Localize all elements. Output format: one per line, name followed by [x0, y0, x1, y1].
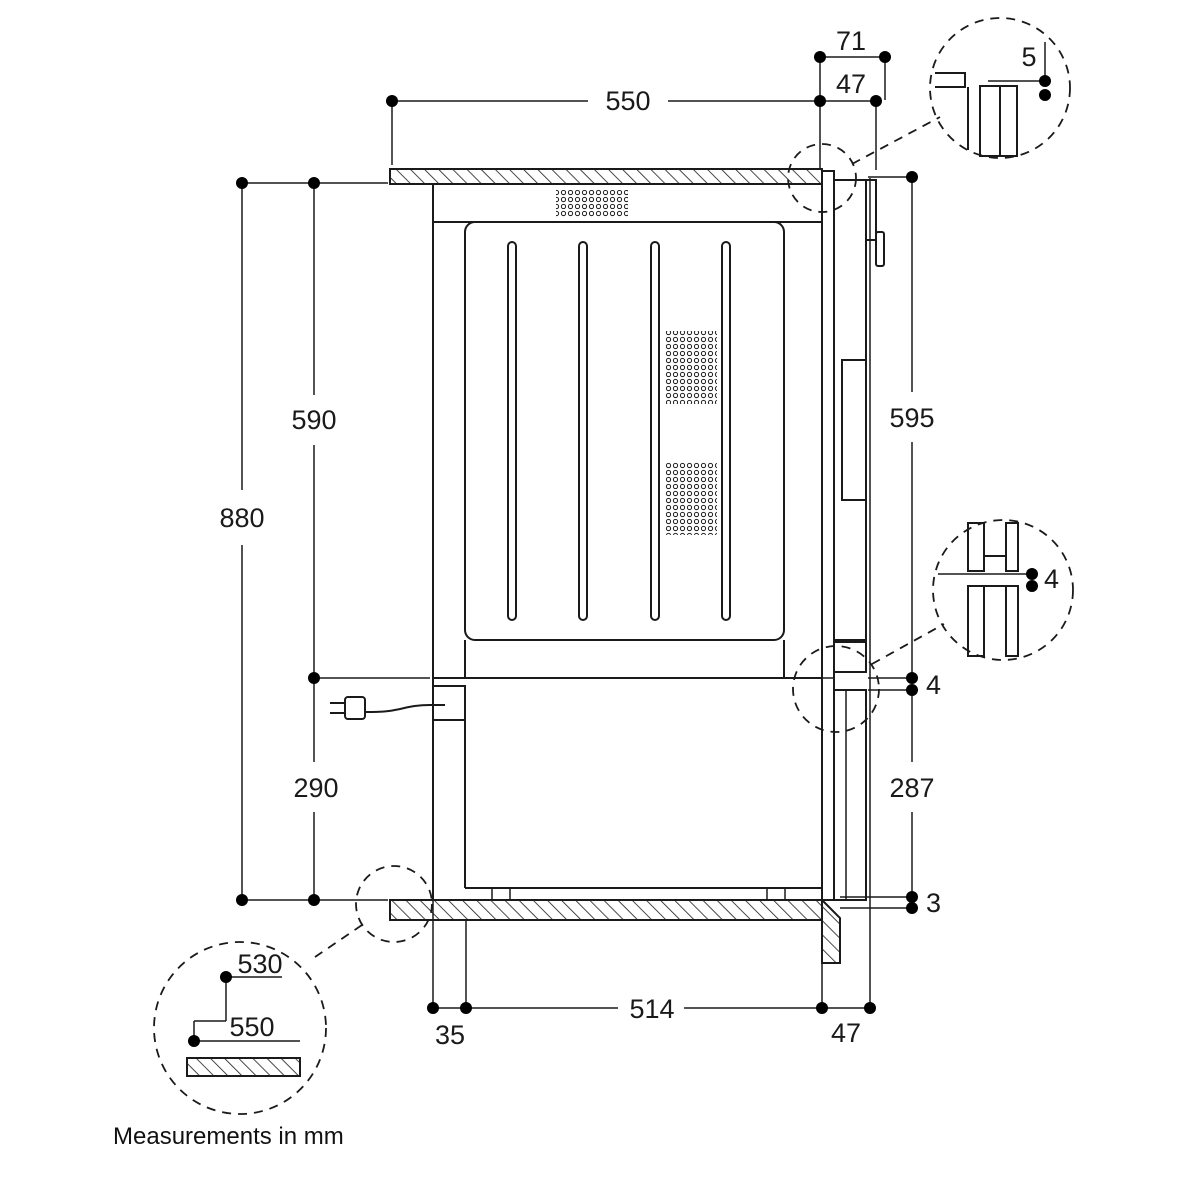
rack-rail	[507, 241, 517, 621]
rack-rail	[578, 241, 588, 621]
dimension-dots	[188, 51, 1051, 1047]
label-top-47: 47	[836, 69, 866, 99]
label-bottom-35: 35	[435, 1020, 465, 1050]
label-bottom-514: 514	[629, 994, 674, 1024]
label-detail-550: 550	[229, 1012, 274, 1042]
label-oven-height: 590	[291, 405, 336, 435]
label-total-height: 880	[219, 503, 264, 533]
label-gap-5: 5	[1021, 42, 1036, 72]
oven-unit	[432, 183, 823, 679]
top-vent-grille	[556, 190, 628, 218]
label-front-595: 595	[889, 403, 934, 433]
label-detail-530: 530	[237, 949, 282, 979]
warming-drawer-unit	[432, 677, 823, 901]
front-door-panels	[821, 170, 885, 901]
power-plug-icon	[330, 696, 445, 720]
label-gap-4: 4	[926, 670, 941, 700]
label-drawer-height: 290	[293, 773, 338, 803]
label-gap-3: 3	[926, 888, 941, 918]
label-top-71: 71	[836, 26, 866, 56]
bottom-worktop	[389, 899, 823, 921]
side-vent-grille-lower	[665, 462, 717, 535]
label-front-287: 287	[889, 773, 934, 803]
label-bottom-47: 47	[831, 1018, 861, 1048]
rack-rail	[721, 241, 731, 621]
rack-rail	[650, 241, 660, 621]
detail-circle-top	[787, 17, 1071, 213]
side-vent-grille-upper	[665, 331, 717, 404]
label-detail-4: 4	[1044, 564, 1059, 594]
dimension-lines	[241, 56, 913, 1009]
units-note: Measurements in mm	[113, 1123, 344, 1150]
top-worktop	[389, 168, 823, 185]
label-top-depth: 550	[605, 86, 650, 116]
detail-circle-bottom	[153, 865, 433, 1115]
detail-circle-middle	[792, 519, 1074, 733]
bottom-front-plinth	[821, 897, 841, 964]
